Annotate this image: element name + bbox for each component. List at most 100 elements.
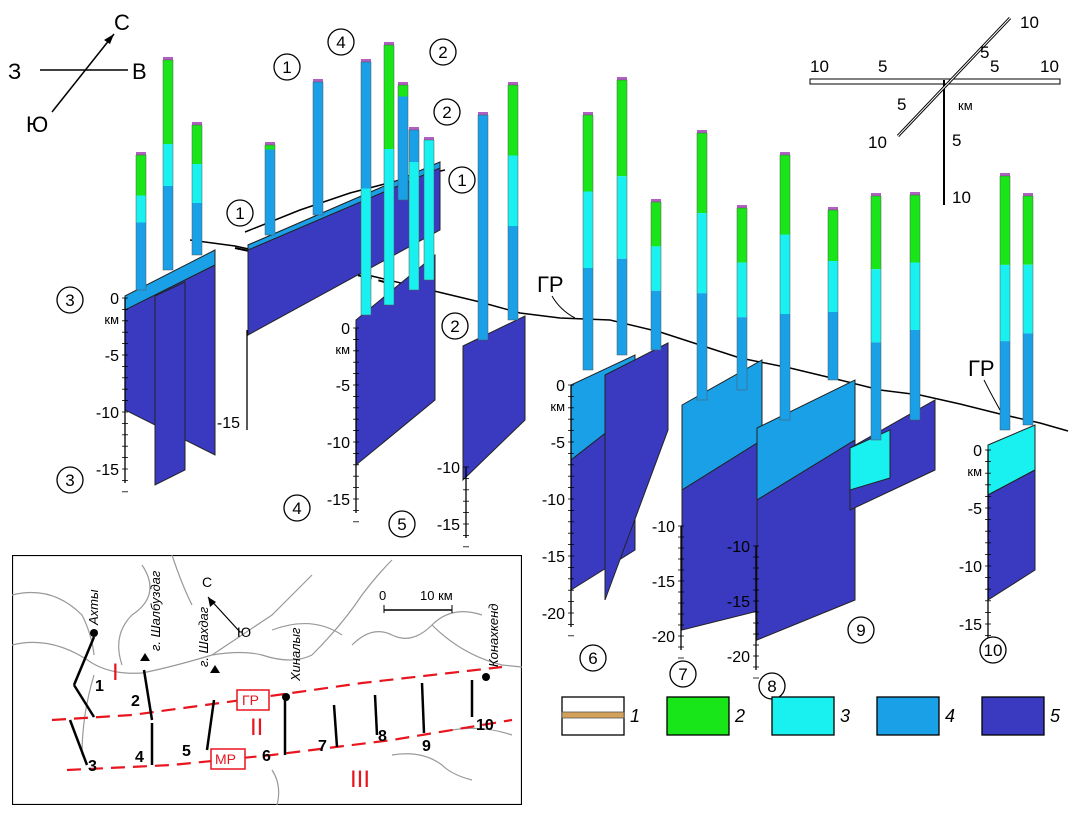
column-layer xyxy=(910,330,920,420)
axis-profile-6-tick: -15 xyxy=(542,549,565,566)
inset-rivers xyxy=(12,555,522,805)
extra-depth-tick: -15 xyxy=(217,415,240,432)
strat-column xyxy=(162,57,174,271)
column-layer xyxy=(651,290,661,350)
strat-column xyxy=(408,127,420,291)
legend-item-3: 3 xyxy=(771,696,850,736)
profile-circle-6-text: 6 xyxy=(588,649,597,668)
compass-rose: З В С Ю xyxy=(8,10,147,137)
scale-h-label-4: 10 xyxy=(1040,57,1059,76)
strat-column xyxy=(477,112,489,341)
legend-item-4: 4 xyxy=(876,696,955,736)
section-marker: 2 xyxy=(429,38,457,66)
axis-profile-4-unit: км xyxy=(335,342,350,357)
column-layer xyxy=(651,202,661,247)
section-panel xyxy=(154,281,186,486)
scale-v-label-2: 10 xyxy=(952,188,971,207)
axis-profile-10-tick: -15 xyxy=(959,617,982,634)
axis-profile-6-unit: км xyxy=(550,399,565,414)
section-marker: 1 xyxy=(226,199,254,227)
section-marker-text: 2 xyxy=(450,317,459,336)
inset-town-konakhkend: Конахкенд xyxy=(486,604,501,667)
inset-box-mr xyxy=(210,748,246,770)
strat-column xyxy=(264,142,276,236)
scale-v-label-1: 5 xyxy=(952,131,961,150)
axis-profile-6-tick: -5 xyxy=(551,435,565,452)
scale-h-label-2: 5 xyxy=(878,57,887,76)
column-layer xyxy=(409,162,419,290)
profile-circle-3: 3 xyxy=(56,466,84,494)
column-layer xyxy=(1000,341,1010,430)
axis-profile-3-tick: 0 xyxy=(110,291,119,308)
column-layer xyxy=(136,195,146,223)
legend-item-1: 1 xyxy=(561,696,640,736)
compass-north-label: С xyxy=(114,10,130,35)
column-layer xyxy=(828,312,838,380)
legend-num-1: 1 xyxy=(630,706,640,726)
scale-h-label-1: 10 xyxy=(810,57,829,76)
inset-profile-lines xyxy=(68,636,474,766)
strat-column xyxy=(423,137,435,281)
section-marker: 2 xyxy=(441,312,469,340)
legend-num-5: 5 xyxy=(1050,706,1061,726)
column-layer xyxy=(737,317,747,390)
section-marker-text: 4 xyxy=(336,33,345,52)
strat-column xyxy=(582,112,594,371)
column-layer xyxy=(163,144,173,186)
column-layer xyxy=(508,226,518,320)
axis-profile-3-tick: -10 xyxy=(96,405,119,422)
scale-h-label-3: 5 xyxy=(990,57,999,76)
section-marker-text: 2 xyxy=(438,43,447,62)
profile-circle-4: 4 xyxy=(283,494,311,522)
inset-town-akhty: Ахты xyxy=(86,589,101,626)
column-layer xyxy=(697,133,707,214)
profile-labels: 0-5-10-15км0-5-10-15км-10-150-5-10-15-20… xyxy=(56,28,1007,700)
inset-compass-south: Ю xyxy=(237,624,251,640)
column-layer xyxy=(1023,264,1033,334)
inset-peak-shalbuzdag xyxy=(140,653,150,661)
column-layer xyxy=(478,115,488,340)
column-layer xyxy=(265,149,275,235)
section-marker: 4 xyxy=(327,28,355,56)
column-layer xyxy=(192,164,202,203)
column-layer xyxy=(617,176,627,259)
inset-profile-10: 10 xyxy=(476,717,494,734)
compass-west-label: З xyxy=(8,59,21,84)
axis-profile-7-tick: -15 xyxy=(652,574,675,591)
legend-item-2: 2 xyxy=(666,696,745,736)
axis-profile-7-tick: -10 xyxy=(652,519,675,536)
profile-circle-10-text: 10 xyxy=(984,641,1003,660)
axis-profile-5: -10-15 xyxy=(437,460,469,548)
inset-profile-4: 4 xyxy=(135,749,144,766)
stratigraphic-columns xyxy=(135,42,1034,441)
axis-profile-6-tick: 0 xyxy=(556,378,565,395)
profile-circle-8: 8 xyxy=(758,672,786,700)
inset-town-dot-khinalyg xyxy=(282,693,290,701)
column-layer xyxy=(398,96,408,200)
column-layer xyxy=(910,195,920,263)
section-panel xyxy=(756,439,856,641)
column-layer xyxy=(192,203,202,255)
section-marker: 1 xyxy=(448,166,476,194)
profile-circle-5: 5 xyxy=(388,510,416,538)
column-layer xyxy=(697,293,707,400)
inset-profile-7: 7 xyxy=(318,738,327,755)
axis-profile-4-tick: 0 xyxy=(341,321,350,338)
inset-scale-label: 10 км xyxy=(420,588,453,603)
column-layer xyxy=(871,269,881,343)
strat-column xyxy=(779,152,791,421)
strat-column xyxy=(650,199,662,351)
legend-num-2: 2 xyxy=(734,706,745,726)
strat-column xyxy=(999,173,1011,431)
axis-profile-8-tick: -15 xyxy=(727,594,750,611)
inset-profile-2: 2 xyxy=(131,693,140,710)
inset-fault-north xyxy=(51,665,503,722)
profile-circle-10: 10 xyxy=(979,636,1007,664)
inset-profile-5: 5 xyxy=(182,743,191,760)
axis-profile-8: -10-15-20 xyxy=(727,539,759,679)
axis-profile-3-tick: -15 xyxy=(96,462,119,479)
profile-circle-9: 9 xyxy=(847,616,875,644)
axis-profile-5-tick: -10 xyxy=(437,460,460,477)
